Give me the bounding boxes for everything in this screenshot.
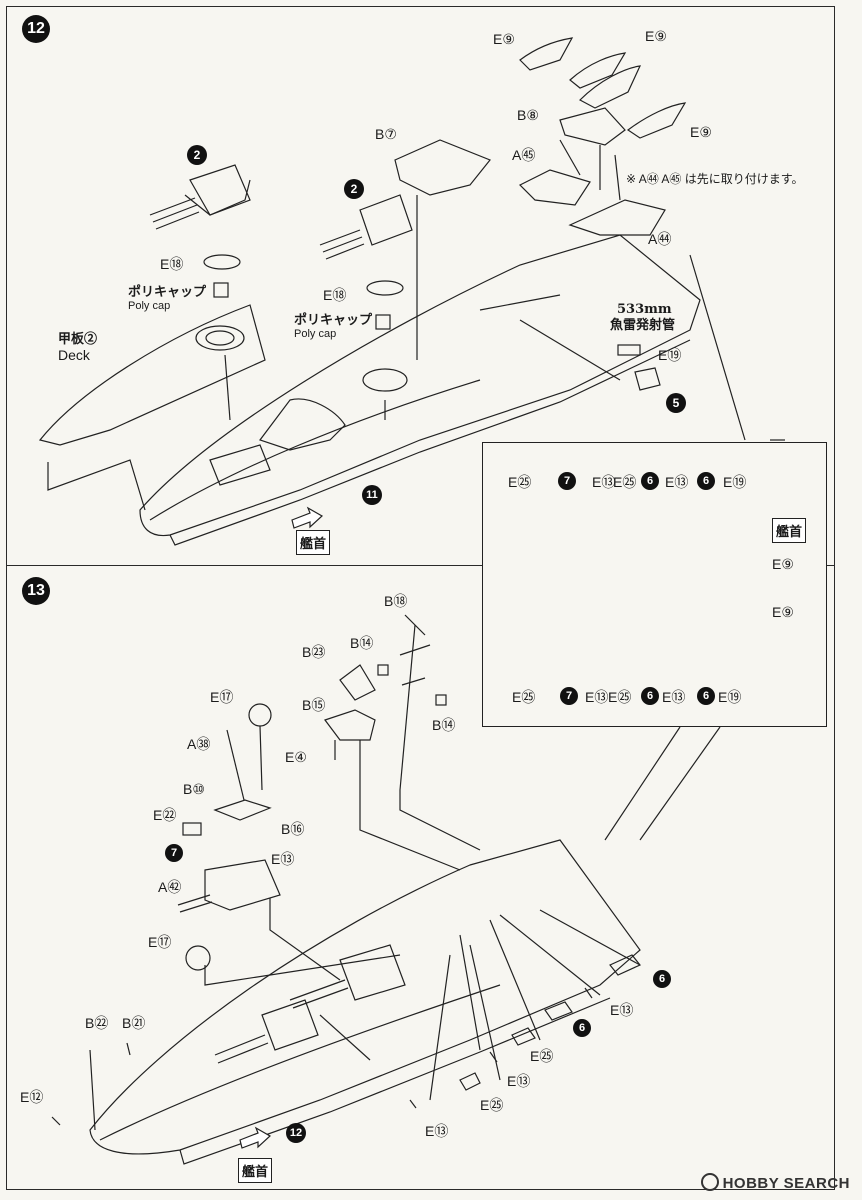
page-frame	[6, 6, 835, 1190]
label-b14-b: B⑭	[432, 717, 456, 733]
torpedo-label: 魚雷発射管	[610, 318, 676, 333]
label-b23: B㉓	[302, 644, 326, 660]
inset-part-6-top: 6	[641, 472, 659, 490]
watermark-text: HOBBY SEARCH	[722, 1175, 850, 1192]
part-7-badge: 7	[165, 844, 183, 862]
pre-attach-note: ※ A㊹ A㊺ は先に取り付けます。	[626, 172, 804, 186]
label-e22: E㉒	[153, 807, 177, 823]
label-a54: A㊹	[648, 231, 672, 247]
hobby-search-logo-icon	[700, 1173, 719, 1191]
deck-label-jp: 甲板②	[58, 332, 98, 347]
label-a38: A㊳	[187, 736, 211, 752]
inset-label-e13-top-b: E⑬	[665, 474, 689, 490]
label-b16: B⑯	[281, 821, 305, 837]
label-e18-b: E⑱	[323, 287, 347, 303]
polycap-en-b: Poly cap	[294, 328, 337, 340]
polycap-en-a: Poly cap	[128, 300, 171, 312]
label-b15: B⑮	[302, 697, 326, 713]
label-e9-a: E⑨	[493, 31, 515, 47]
label-e13-c: E⑬	[507, 1073, 531, 1089]
inset-label-e25-top: E㉕	[508, 474, 532, 490]
label-b10: B⑩	[183, 781, 205, 797]
inset-part-6-bottom-b: 6	[697, 687, 715, 705]
label-a42: A㊷	[158, 879, 182, 895]
inset-part-6-bottom: 6	[641, 687, 659, 705]
bow-label-step13: 艦首	[238, 1158, 273, 1183]
torpedo-size: 533mm	[617, 302, 672, 317]
inset-label-e25-bottom-b: E㉕	[608, 689, 632, 705]
bow-label-inset: 艦首	[772, 518, 807, 543]
inset-label-e13-bottom-b: E⑬	[662, 689, 686, 705]
inset-label-e19-top: E⑲	[723, 474, 747, 490]
label-e18-a: E⑱	[160, 256, 184, 272]
step-13-badge: 13	[22, 577, 50, 605]
label-e13-d: E⑬	[425, 1123, 449, 1139]
label-e25-b: E㉕	[480, 1097, 504, 1113]
inset-label-e19-bottom: E⑲	[718, 689, 742, 705]
inset-label-e9-b: E⑨	[772, 604, 794, 620]
inset-part-6-top-b: 6	[697, 472, 715, 490]
label-e17-b: E⑰	[148, 934, 172, 950]
part-6-badge-b: 6	[573, 1019, 591, 1037]
hull-step12	[139, 234, 701, 537]
label-b18: B⑱	[384, 593, 408, 609]
label-e9-c: E⑨	[690, 124, 712, 140]
section-divider	[6, 565, 835, 566]
label-e25-a: E㉕	[530, 1048, 554, 1064]
deck-label-en: Deck	[58, 347, 90, 363]
polycap-jp-b: ポリキャップ	[294, 313, 373, 328]
label-e13-a: E⑬	[271, 851, 295, 867]
watermark: HOBBY SEARCH	[700, 1173, 850, 1192]
inset-label-e25-bottom: E㉕	[512, 689, 536, 705]
polycap-jp-a: ポリキャップ	[128, 285, 207, 300]
inset-label-e13-top: E⑬	[592, 474, 616, 490]
label-b14-a: B⑭	[350, 635, 374, 651]
label-b7: B⑦	[375, 126, 397, 142]
part-6-badge-a: 6	[653, 970, 671, 988]
detail-inset	[482, 442, 827, 727]
inset-label-e25-top-b: E㉕	[613, 474, 637, 490]
inset-part-7-top: 7	[558, 472, 576, 490]
label-b21: B㉑	[122, 1015, 146, 1031]
label-e9-b: E⑨	[645, 28, 667, 44]
step-12-badge: 12	[22, 15, 50, 43]
label-b8: B⑧	[517, 107, 539, 123]
part-11-badge: 11	[362, 485, 382, 505]
hull-step13	[89, 839, 641, 1155]
bow-label-step12: 艦首	[296, 530, 331, 555]
inset-label-e9-a: E⑨	[772, 556, 794, 572]
part-5-badge: 5	[666, 393, 686, 413]
label-e19: E⑲	[658, 347, 682, 363]
inset-label-e13-bottom: E⑬	[585, 689, 609, 705]
label-e17-a: E⑰	[210, 689, 234, 705]
label-e12: E⑫	[20, 1089, 44, 1105]
label-e4: E④	[285, 749, 307, 765]
label-b22: B㉒	[85, 1015, 109, 1031]
label-a55: A㊺	[512, 147, 536, 163]
part-2-badge-b: 2	[344, 179, 364, 199]
label-e13-b: E⑬	[610, 1002, 634, 1018]
part-2-badge-a: 2	[187, 145, 207, 165]
deck-piece	[38, 304, 266, 446]
part-12-badge: 12	[286, 1123, 306, 1143]
inset-part-7-bottom: 7	[560, 687, 578, 705]
